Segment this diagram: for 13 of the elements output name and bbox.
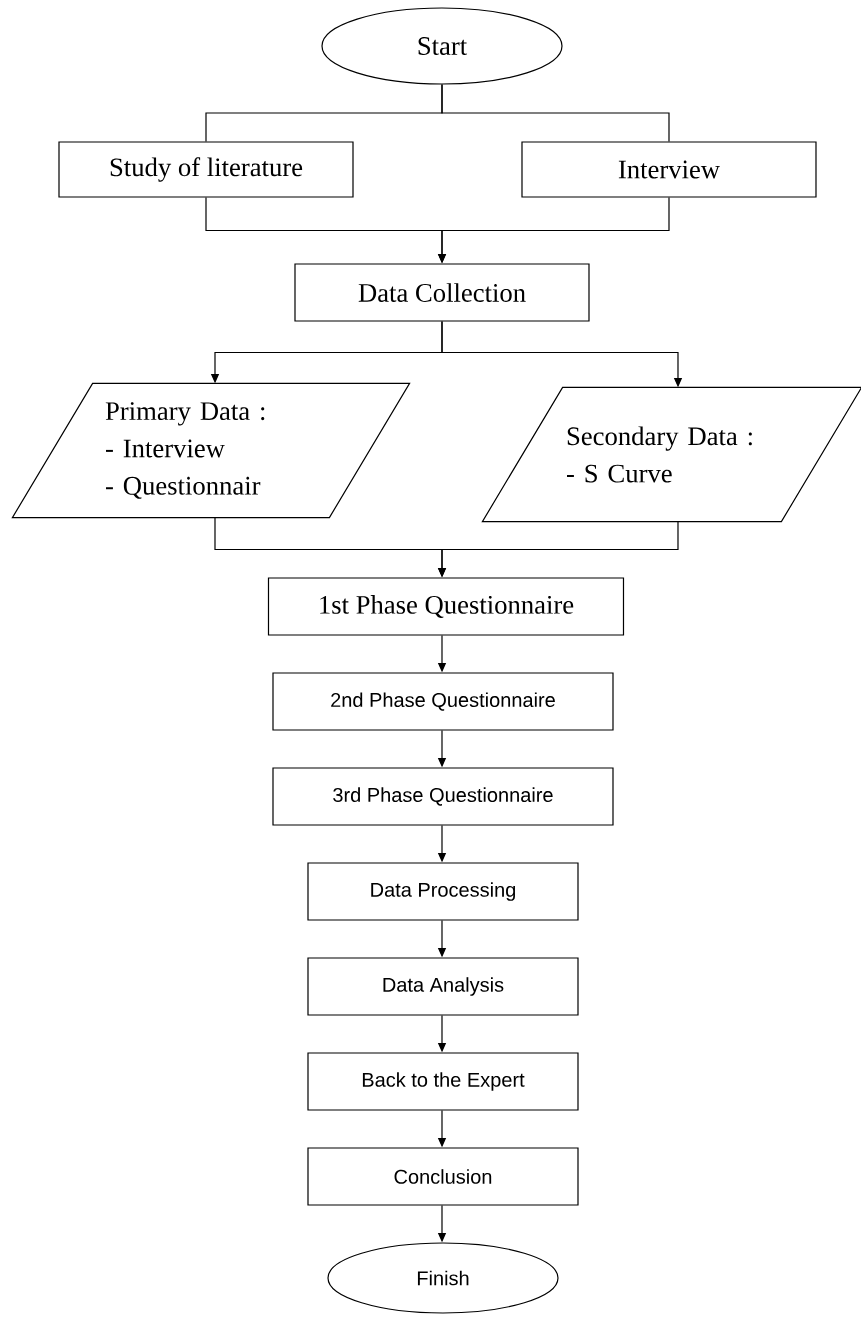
process-box: Back to the Expert (307, 1052, 579, 1111)
process-box: Interview (521, 141, 817, 198)
connector-line (441, 84, 670, 142)
process-box: Study of literature (58, 141, 354, 198)
process-box: Data Analysis (307, 957, 579, 1016)
process-box: 3rd Phase Questionnaire (272, 767, 614, 826)
process-box: 2nd Phase Questionnaire (272, 672, 614, 731)
data-parallelogram: Secondary Data : - S Curve (481, 386, 861, 523)
process-box: Conclusion (307, 1147, 579, 1206)
process-box: Data Processing (307, 862, 579, 921)
process-box: Data Collection (294, 263, 590, 322)
process-box: 1st Phase Questionnaire (267, 577, 625, 636)
data-parallelogram: Primary Data : - Interview - Questionnair (11, 382, 411, 519)
